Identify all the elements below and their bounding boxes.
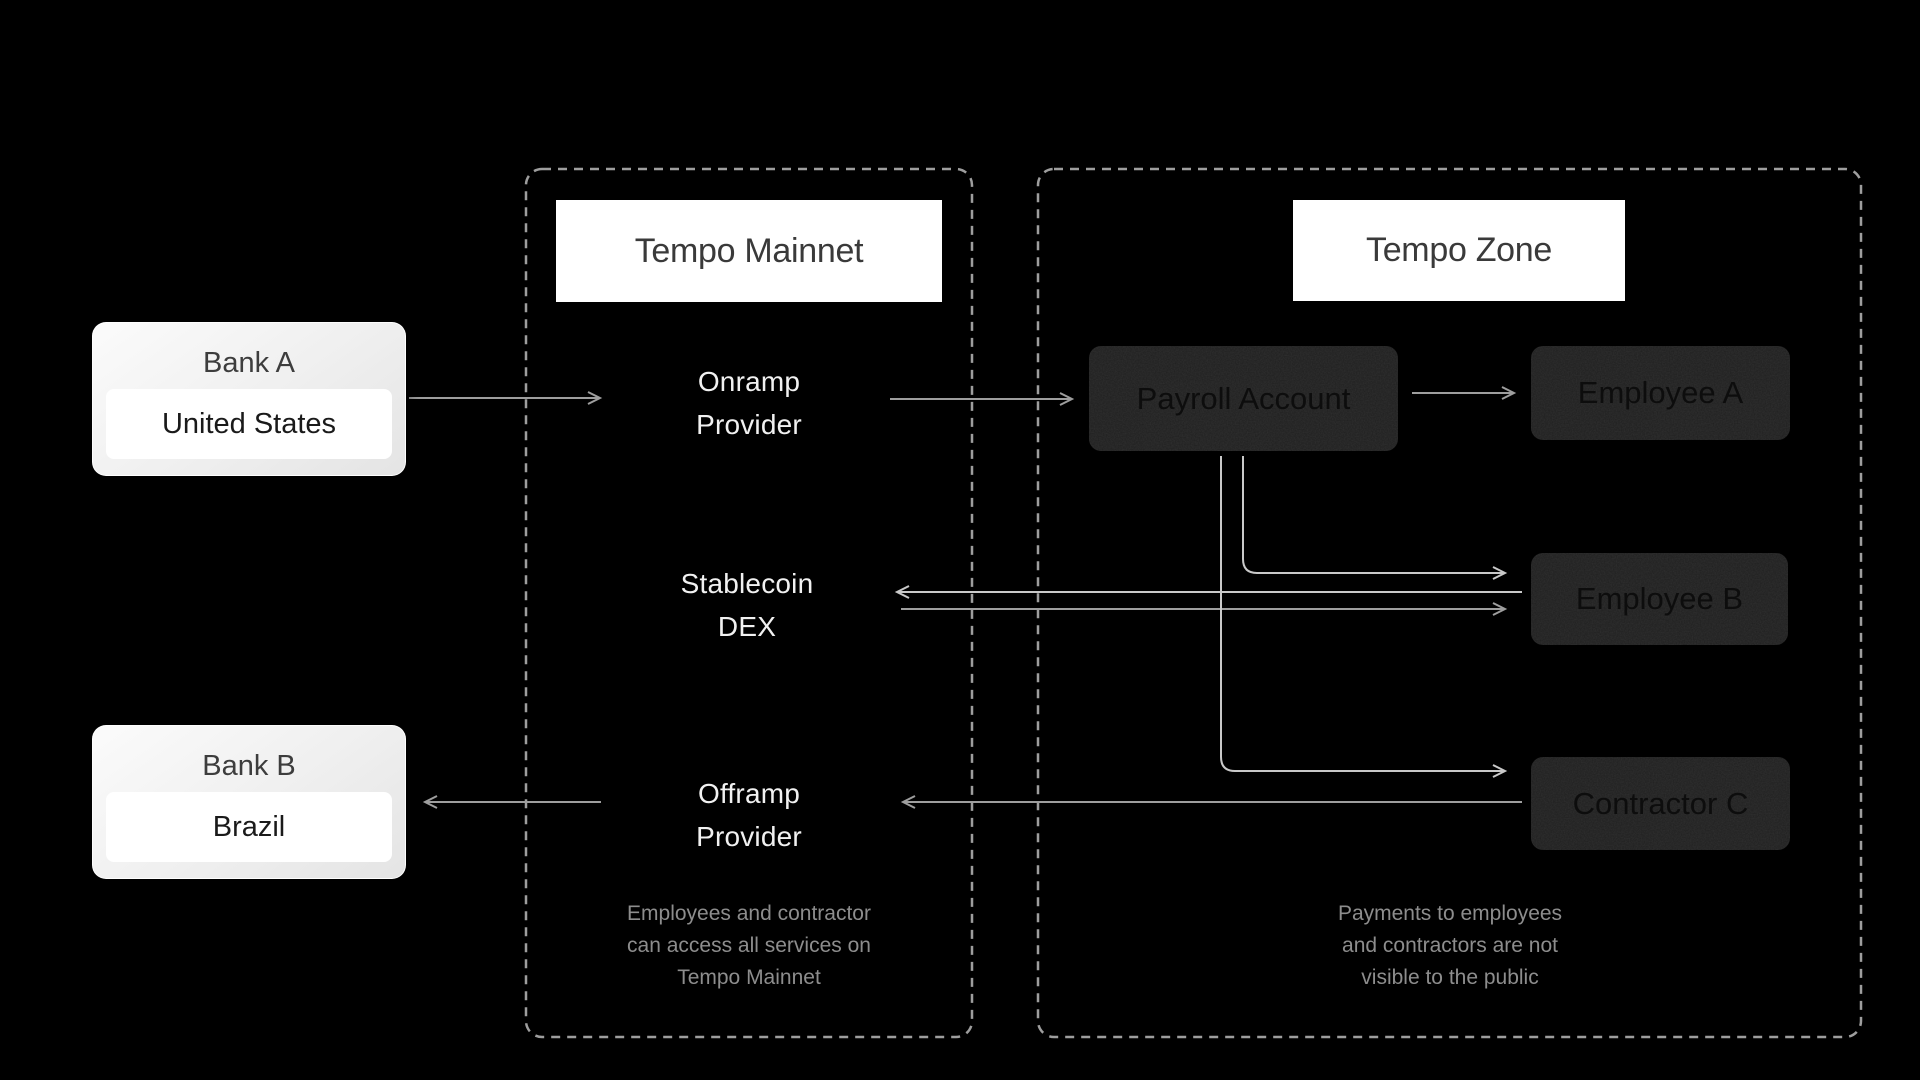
stablecoin-dex-node: Stablecoin DEX: [587, 562, 907, 648]
zone-footnote: Payments to employees and contractors ar…: [1230, 898, 1670, 994]
tempo-mainnet-title: Tempo Mainnet: [556, 200, 942, 302]
arrow-payroll-to-employee-b: [1242, 456, 1508, 580]
contractor-c-box: Contractor C: [1531, 757, 1790, 850]
grain-texture: [1089, 346, 1398, 451]
footnote-line: Employees and contractor: [627, 902, 871, 925]
arrow-offramp-to-bank-b: [422, 795, 601, 809]
node-label-line: Offramp: [697, 778, 801, 809]
bank-a-name: Bank A: [203, 347, 295, 379]
arrow-payroll-to-employee-a: [1412, 386, 1517, 400]
tempo-zone-title: Tempo Zone: [1293, 200, 1625, 301]
arrow-payroll-to-contractor-c: [1220, 456, 1508, 778]
grain-texture: [1531, 346, 1790, 440]
node-label-line: Onramp: [697, 366, 801, 397]
contractor-c-label: Contractor C: [1572, 785, 1749, 821]
bank-b-card: Bank B Brazil: [92, 725, 406, 879]
mainnet-footnote: Employees and contractor can access all …: [529, 898, 969, 994]
employee-a-box: Employee A: [1531, 346, 1790, 440]
footnote-line: Payments to employees: [1337, 902, 1563, 925]
employee-b-label: Employee B: [1575, 581, 1744, 616]
node-label-line: DEX: [717, 611, 777, 642]
offramp-provider-node: Offramp Provider: [589, 772, 909, 858]
footnote-line: can access all services on: [627, 934, 871, 957]
node-label-line: Provider: [696, 821, 802, 852]
footnote-line: Tempo Mainnet: [677, 966, 821, 989]
bank-a-card: Bank A United States: [92, 322, 406, 476]
payroll-account-box: Payroll Account: [1089, 346, 1398, 451]
grain-texture: [1531, 553, 1788, 645]
arrow-onramp-to-payroll: [890, 392, 1075, 406]
arrow-bank-a-to-onramp: [409, 391, 603, 405]
arrow-contractor-c-to-offramp: [900, 795, 1522, 809]
node-label-line: Provider: [696, 409, 802, 440]
payroll-account-label: Payroll Account: [1136, 380, 1351, 416]
bank-a-country: United States: [106, 389, 392, 459]
grain-texture: [1531, 757, 1790, 850]
arrow-dex-to-employee-b: [901, 602, 1508, 616]
onramp-provider-node: Onramp Provider: [589, 360, 909, 446]
employee-a-label: Employee A: [1577, 375, 1744, 410]
employee-b-box: Employee B: [1531, 553, 1788, 645]
arrow-employee-b-to-dex: [894, 585, 1522, 599]
bank-b-name: Bank B: [202, 750, 296, 782]
node-label-line: Stablecoin: [680, 568, 814, 599]
footnote-line: and contractors are not: [1342, 934, 1558, 957]
footnote-line: visible to the public: [1361, 966, 1539, 989]
bank-b-country: Brazil: [106, 792, 392, 862]
